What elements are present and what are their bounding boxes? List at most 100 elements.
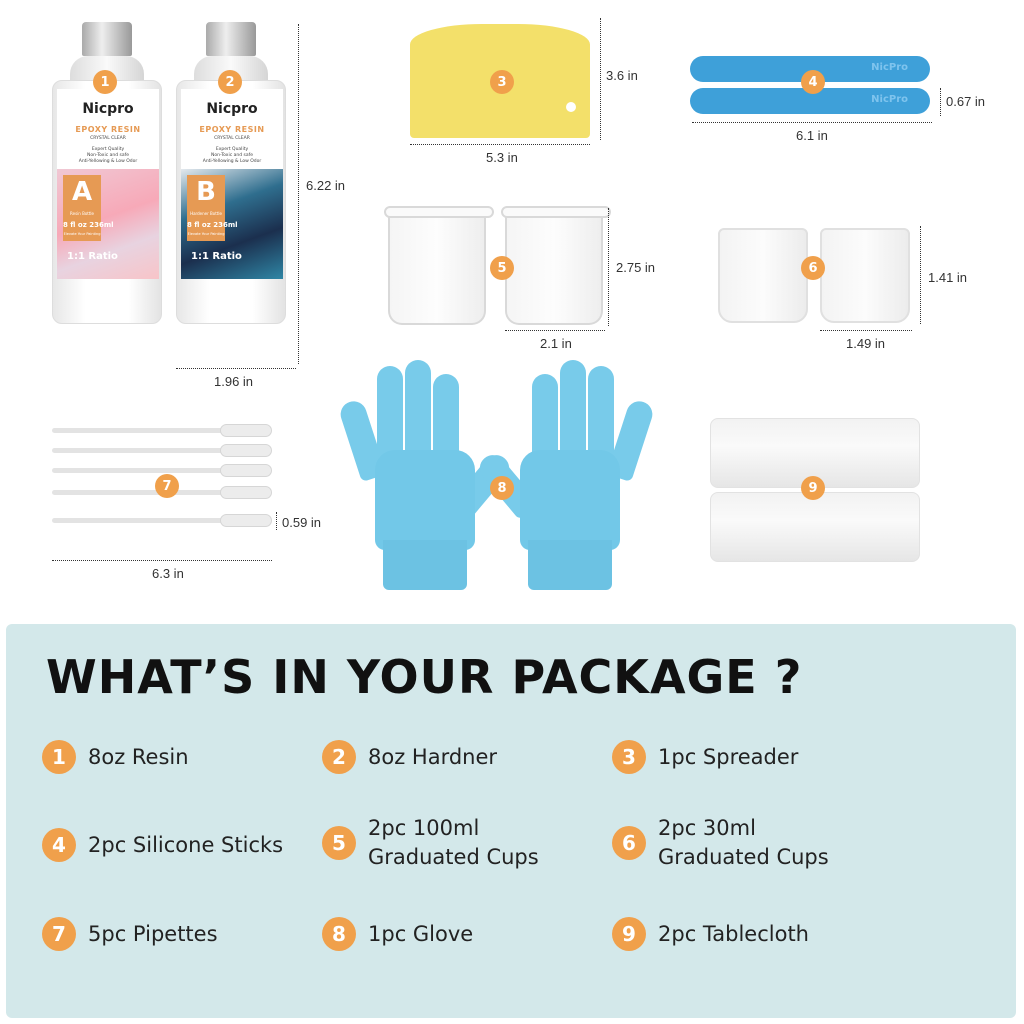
cup30-height-label: 1.41 in	[928, 270, 968, 285]
badge-1: 1	[93, 70, 117, 94]
bottle-art-blue: B Hardener Bottle 8 fl oz 236ml Elevate …	[181, 169, 283, 279]
item-number-badge: 2	[322, 740, 356, 774]
item-number-badge: 6	[612, 826, 646, 860]
package-item-4: 4 2pc Silicone Sticks	[42, 828, 283, 862]
pipette-height-label: 0.59 in	[282, 515, 322, 530]
dimension-line	[600, 18, 601, 140]
bottle-type: Hardener Bottle	[190, 211, 222, 216]
item-label: 1pc Spreader	[658, 744, 799, 769]
dimension-line	[410, 144, 590, 145]
bottle-letter: A	[71, 177, 93, 207]
pipette-tube	[52, 448, 232, 453]
pipette-tube	[52, 518, 232, 523]
glove-finger	[405, 360, 431, 464]
graduated-cup-100ml	[501, 206, 611, 325]
pipette	[52, 486, 272, 499]
bottle-label: Nicpro EPOXY RESIN CRYSTAL CLEAR Expert …	[57, 89, 159, 279]
badge-4: 4	[801, 70, 825, 94]
bottle-cap	[82, 22, 132, 56]
pipette-tube	[52, 468, 232, 473]
product-title: EPOXY RESIN	[199, 125, 265, 134]
product-title: EPOXY RESIN	[75, 125, 141, 134]
stick-brand: NicPro	[871, 94, 908, 105]
item-label: 2pc Tablecloth	[658, 921, 809, 946]
stick-brand: NicPro	[871, 62, 908, 73]
bottle-letter-box: B Hardener Bottle 8 fl oz 236ml Elevate …	[187, 175, 238, 241]
spreader-width-label: 5.3 in	[486, 150, 518, 165]
package-panel	[6, 624, 1016, 1018]
bottle-volume: 8 fl oz 236ml	[63, 221, 114, 229]
bottle-ratio: 1:1 Ratio	[191, 251, 242, 262]
bottle-brand: Nicpro	[82, 101, 134, 117]
glove-right	[474, 360, 656, 590]
bottle-height-label: 6.22 in	[306, 178, 346, 193]
badge-6: 6	[801, 256, 825, 280]
badge-3: 3	[490, 70, 514, 94]
cup100-height-label: 2.75 in	[616, 260, 656, 275]
pipette	[52, 464, 272, 477]
pipette	[52, 424, 272, 437]
cup100-width-label: 2.1 in	[540, 336, 572, 351]
graduated-cup-30ml	[718, 228, 808, 323]
glove-finger	[588, 366, 614, 466]
pipette-bulb	[220, 464, 272, 477]
bottle-art-pink: A Resin Bottle 8 fl oz 236ml Elevate You…	[57, 169, 159, 279]
tablecloth	[710, 492, 920, 562]
bottle-body: Nicpro EPOXY RESIN CRYSTAL CLEAR Expert …	[52, 80, 162, 324]
dimension-line	[52, 560, 272, 561]
pipette-tube	[52, 490, 232, 495]
item-number-badge: 7	[42, 917, 76, 951]
bottle-width-label: 1.96 in	[214, 374, 254, 389]
bottle-slogan: Elevate Your Painting	[63, 232, 101, 236]
badge-2: 2	[218, 70, 242, 94]
item-number-badge: 4	[42, 828, 76, 862]
package-item-2: 2 8oz Hardner	[322, 740, 497, 774]
item-label: 2pc Silicone Sticks	[88, 832, 284, 857]
bottle-cap	[206, 22, 256, 56]
dimension-line	[920, 226, 921, 324]
bottle-volume: 8 fl oz 236ml	[187, 221, 238, 229]
bottle-slogan: Elevate Your Painting	[187, 232, 225, 236]
package-item-9: 9 2pc Tablecloth	[612, 917, 809, 951]
glove-finger	[560, 360, 586, 464]
resin-bottle-a: Nicpro EPOXY RESIN CRYSTAL CLEAR Expert …	[52, 22, 162, 324]
badge-8: 8	[490, 476, 514, 500]
item-label: 1pc Glove	[368, 921, 474, 946]
glove-left	[337, 360, 515, 590]
product-subtitle: CRYSTAL CLEAR	[90, 136, 126, 141]
product-features: Expert Quality Non-Toxic and safe Anti-Y…	[202, 147, 262, 164]
graduated-cup-30ml	[820, 228, 910, 323]
bottle-ratio: 1:1 Ratio	[67, 251, 118, 262]
pipette-bulb	[220, 424, 272, 437]
badge-9: 9	[801, 476, 825, 500]
pipette-tube	[52, 428, 232, 433]
dimension-line	[940, 88, 941, 116]
pipette-bulb	[220, 514, 272, 527]
dimension-line	[692, 122, 932, 123]
package-item-7: 7 5pc Pipettes	[42, 917, 218, 951]
stick-height-label: 0.67 in	[946, 94, 986, 109]
dimension-line	[276, 512, 277, 530]
pipette-bulb	[220, 444, 272, 457]
badge-5: 5	[490, 256, 514, 280]
product-subtitle: CRYSTAL CLEAR	[214, 136, 250, 141]
pipette-bulb	[220, 486, 272, 499]
bottle-letter: B	[196, 177, 216, 207]
bottle-type: Resin Bottle	[70, 211, 94, 216]
bottle-label: Nicpro EPOXY RESIN CRYSTAL CLEAR Expert …	[181, 89, 283, 279]
cup30-width-label: 1.49 in	[846, 336, 886, 351]
glove-palm	[375, 450, 475, 550]
stick-width-label: 6.1 in	[796, 128, 828, 143]
dimension-line	[298, 24, 299, 364]
spreader-hole	[566, 102, 576, 112]
item-label: 2pc 100ml Graduated Cups	[368, 816, 539, 869]
glove-finger	[377, 366, 403, 466]
bottle-letter-box: A Resin Bottle 8 fl oz 236ml Elevate You…	[63, 175, 114, 241]
item-label: 8oz Hardner	[368, 744, 498, 769]
glove-palm	[520, 450, 620, 550]
item-label: 5pc Pipettes	[88, 921, 218, 946]
item-number-badge: 9	[612, 917, 646, 951]
